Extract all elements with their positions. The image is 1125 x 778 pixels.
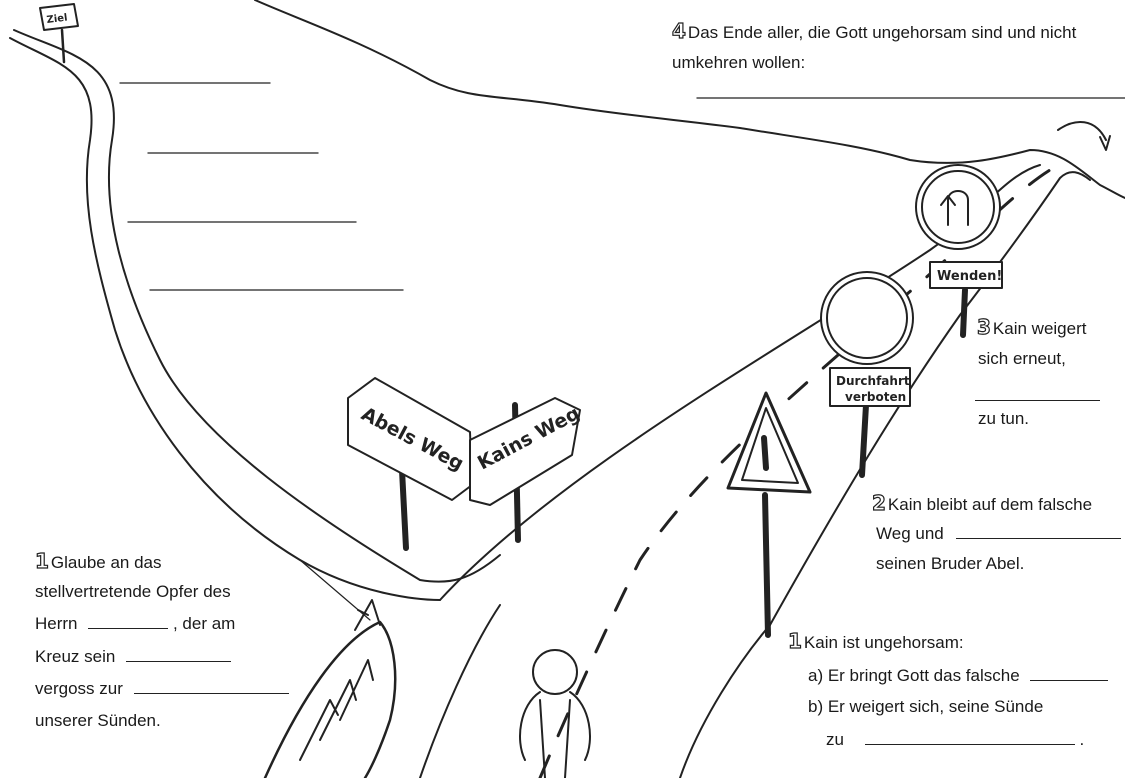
section3-number: 3 <box>977 315 991 339</box>
no-entry-circle <box>821 272 913 364</box>
section1r-number: 1 <box>788 629 802 653</box>
section1r-line3: b) Er weigert sich, seine Sünde <box>808 696 1043 718</box>
section1l-line3: Herrn , der am <box>35 613 235 635</box>
person-head <box>533 650 577 694</box>
section1l-vergoss-blank[interactable] <box>134 679 289 694</box>
section3-line2: sich erneut, <box>978 348 1066 370</box>
section1l-line4: Kreuz sein <box>35 646 231 668</box>
u-turn-circle <box>916 165 1000 249</box>
section1l-number: 1 <box>35 549 49 573</box>
arrow-curve <box>1058 122 1106 140</box>
ziel-sign-label: Ziel <box>46 13 68 26</box>
left-road-outer <box>10 38 440 600</box>
lower-road-left <box>420 605 500 778</box>
section3-line3: zu tun. <box>978 408 1029 430</box>
section1r-line4: zu . <box>826 729 1084 751</box>
wenden-label: Wenden! <box>937 269 1002 284</box>
lower-road-right <box>680 625 770 778</box>
section2-number: 2 <box>872 491 886 515</box>
section2-line2: Weg und <box>876 523 1121 545</box>
section1l-line5: vergoss zur <box>35 678 289 700</box>
section2-line3: seinen Bruder Abel. <box>876 553 1024 575</box>
section1l-line6: unserer Sünden. <box>35 710 161 732</box>
section1l-kreuz-blank[interactable] <box>126 647 231 662</box>
warning-triangle <box>728 393 810 492</box>
section1l-herrn-blank[interactable] <box>88 614 168 629</box>
left-road-inner <box>14 30 500 582</box>
verboten-label: verboten <box>845 390 906 404</box>
section1r-b-blank[interactable] <box>865 730 1075 745</box>
section4-line2: umkehren wollen: <box>672 52 805 74</box>
section1r-line2: a) Er bringt Gott das falsche <box>808 665 1108 687</box>
section3-answer-blank[interactable] <box>975 386 1100 401</box>
durchfahrt-label: Durchfahrt <box>836 374 910 388</box>
section4-number: 4 <box>672 19 686 43</box>
person-body <box>520 692 590 778</box>
section1l-line2: stellvertretende Opfer des <box>35 581 231 603</box>
section1r-a-blank[interactable] <box>1030 666 1108 681</box>
section2-answer-blank[interactable] <box>956 524 1121 539</box>
